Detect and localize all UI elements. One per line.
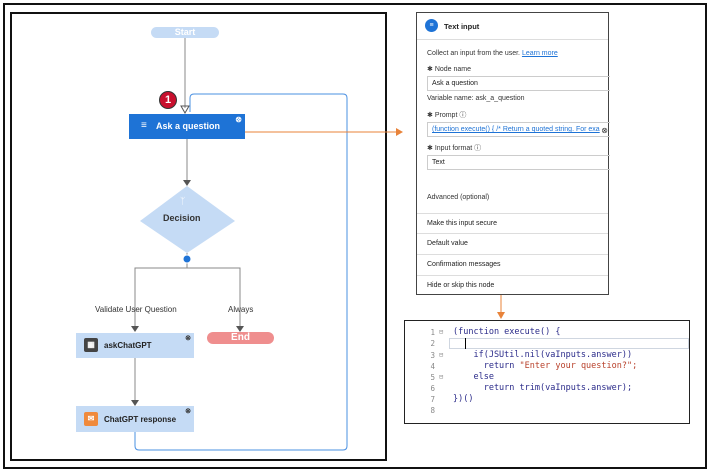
code-line: 3⊟ if(JSUtil.nil(vaInputs.answer)) [430,350,633,360]
node-name-field[interactable]: Ask a question [427,76,610,91]
fold-icon: ⊟ [439,373,444,381]
section-default-value[interactable]: Default value [417,233,608,253]
properties-panel: ≡ Text input Collect an input from the u… [416,12,610,295]
code-line: 1⊟(function execute() { [430,327,561,337]
clear-icon[interactable]: ⊗ [601,126,608,135]
code-line: 4 return "Enter your question?"; [430,361,638,371]
prompt-label: ✱ Prompt ⓘ [427,112,467,119]
step-badge: 1 [159,91,177,109]
code-editor[interactable]: 1⊟(function execute() { 2 3⊟ if(JSUtil.n… [404,320,690,424]
node-name-label: ✱ Node name [427,66,472,73]
close-icon[interactable]: ⊗ [185,335,191,342]
start-node[interactable]: Start [151,27,219,38]
ask-question-label: Ask a question [156,121,221,131]
code-line: 5⊟ else [430,372,494,382]
input-format-label: ✱ Input format ⓘ [427,145,482,152]
flow-canvas [10,12,387,461]
panel-header: ≡ Text input [417,13,608,40]
close-icon[interactable]: ⊗ [235,115,242,124]
outer-frame [3,3,707,469]
fold-icon: ⊟ [439,328,444,336]
code-line: 8 [430,406,435,415]
ask-question-node[interactable]: ≡ Ask a question ⊗ [129,114,245,139]
text-caret [465,338,466,349]
info-icon: ⓘ [459,112,467,119]
text-input-icon: ≡ [425,19,438,32]
advanced-heading: Advanced (optional) [427,194,490,201]
section-secure[interactable]: Make this input secure [417,213,608,233]
learn-more-link[interactable]: Learn more [521,50,558,57]
script-icon: ▦ [84,338,98,352]
prompt-field[interactable]: (function execute() { /* Return a quoted… [427,122,610,137]
section-hide-skip[interactable]: Hide or skip this node [417,275,608,295]
code-line: 6 return trim(vaInputs.answer); [430,383,633,393]
text-input-icon: ≡ [141,120,147,131]
decision-label: Decision [163,213,201,223]
message-icon: ✉ [84,412,98,426]
edge-label-always: Always [228,305,254,314]
branch-icon: ᛉ [180,196,186,206]
info-icon: ⓘ [474,145,482,152]
askchatgpt-node[interactable]: ▦ askChatGPT ⊗ [76,333,194,358]
section-confirmation[interactable]: Confirmation messages [417,254,608,274]
chatgpt-response-label: ChatGPT response [104,415,177,424]
panel-title: Text input [444,22,480,31]
fold-icon: ⊟ [439,351,444,359]
code-line: 2 [430,339,435,348]
askchatgpt-label: askChatGPT [104,341,152,350]
code-line: 7})() [430,394,474,404]
end-node[interactable]: End [207,332,274,344]
close-icon[interactable]: ⊗ [185,408,191,415]
active-line-highlight [449,338,689,349]
edge-label-validate: Validate User Question [95,305,177,314]
variable-name: Variable name: ask_a_question [427,95,525,102]
input-format-select[interactable]: Text [427,155,610,170]
chatgpt-response-node[interactable]: ✉ ChatGPT response ⊗ [76,406,194,432]
panel-description: Collect an input from the user. Learn mo… [427,50,558,57]
